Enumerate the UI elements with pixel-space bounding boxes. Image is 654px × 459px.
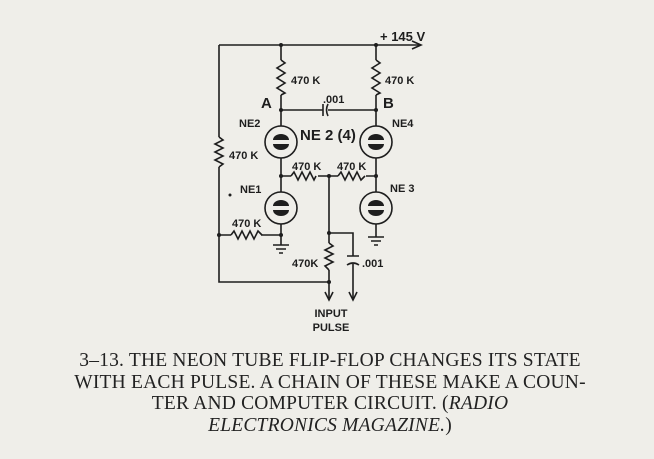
supply-label: + 145 V	[380, 29, 426, 44]
tube-label-ne1: NE1	[240, 184, 261, 196]
caption-line: ELECTRONICS MAGAZINE.)	[20, 415, 640, 437]
caption-source: ELECTRONICS MAGAZINE.	[208, 414, 446, 436]
supply-arrow	[411, 40, 423, 50]
capacitor-coupling	[322, 103, 329, 117]
caption-line: TER AND COMPUTER CIRCUIT. (RADIO	[20, 393, 640, 415]
capacitor-input	[346, 255, 360, 266]
caption-line: 3–13. THE NEON TUBE FLIP-FLOP CHANGES IT…	[79, 350, 581, 371]
input-arrow-right	[348, 291, 358, 302]
input-label: INPUT	[315, 308, 348, 320]
caption-text: TER AND COMPUTER CIRCUIT. (	[151, 393, 449, 414]
neon-tube-ne4	[359, 125, 393, 159]
resistor-mid-right	[337, 170, 366, 182]
resistor-label: 470 K	[291, 75, 320, 87]
node-a-label: A	[261, 95, 272, 112]
figure-caption: 3–13. THE NEON TUBE FLIP-FLOP CHANGES IT…	[20, 350, 640, 436]
left-outer-wire	[218, 45, 329, 283]
capacitor-label: .001	[323, 94, 344, 106]
resistor-mid-left	[290, 170, 317, 182]
resistor-label: 470 K	[232, 218, 261, 230]
resistor-label: 470 K	[292, 161, 321, 173]
resistor-label: 470 K	[337, 161, 366, 173]
tube-label-ne4: NE4	[392, 118, 414, 130]
tube-label-ne3: NE 3	[390, 183, 414, 195]
ground-icon	[273, 244, 289, 254]
caption-line: WITH EACH PULSE. A CHAIN OF THESE MAKE A…	[74, 371, 586, 393]
neon-tube-ne1	[264, 191, 298, 225]
ground-icon	[368, 236, 384, 246]
input-arrow-left	[324, 291, 334, 302]
neon-tube-ne2	[264, 125, 298, 159]
capacitor-label: .001	[362, 258, 383, 270]
caption-source: RADIO	[448, 393, 509, 414]
caption-text: )	[445, 414, 452, 436]
neon-tube-ne3	[359, 191, 393, 225]
input-label: PULSE	[313, 322, 350, 334]
tube-label-ne2: NE2	[239, 118, 260, 130]
resistor-label: 470 K	[385, 75, 414, 87]
tube-type-label: NE 2 (4)	[300, 127, 356, 144]
resistor-bottom-left	[230, 229, 263, 241]
node-b-label: B	[383, 95, 394, 112]
resistor-left-vertical	[213, 136, 225, 168]
resistor-input	[323, 242, 335, 271]
resistor-top-left	[275, 59, 287, 96]
resistor-label: 470 K	[229, 150, 258, 162]
resistor-label: 470K	[292, 258, 318, 270]
resistor-top-right	[370, 59, 382, 96]
